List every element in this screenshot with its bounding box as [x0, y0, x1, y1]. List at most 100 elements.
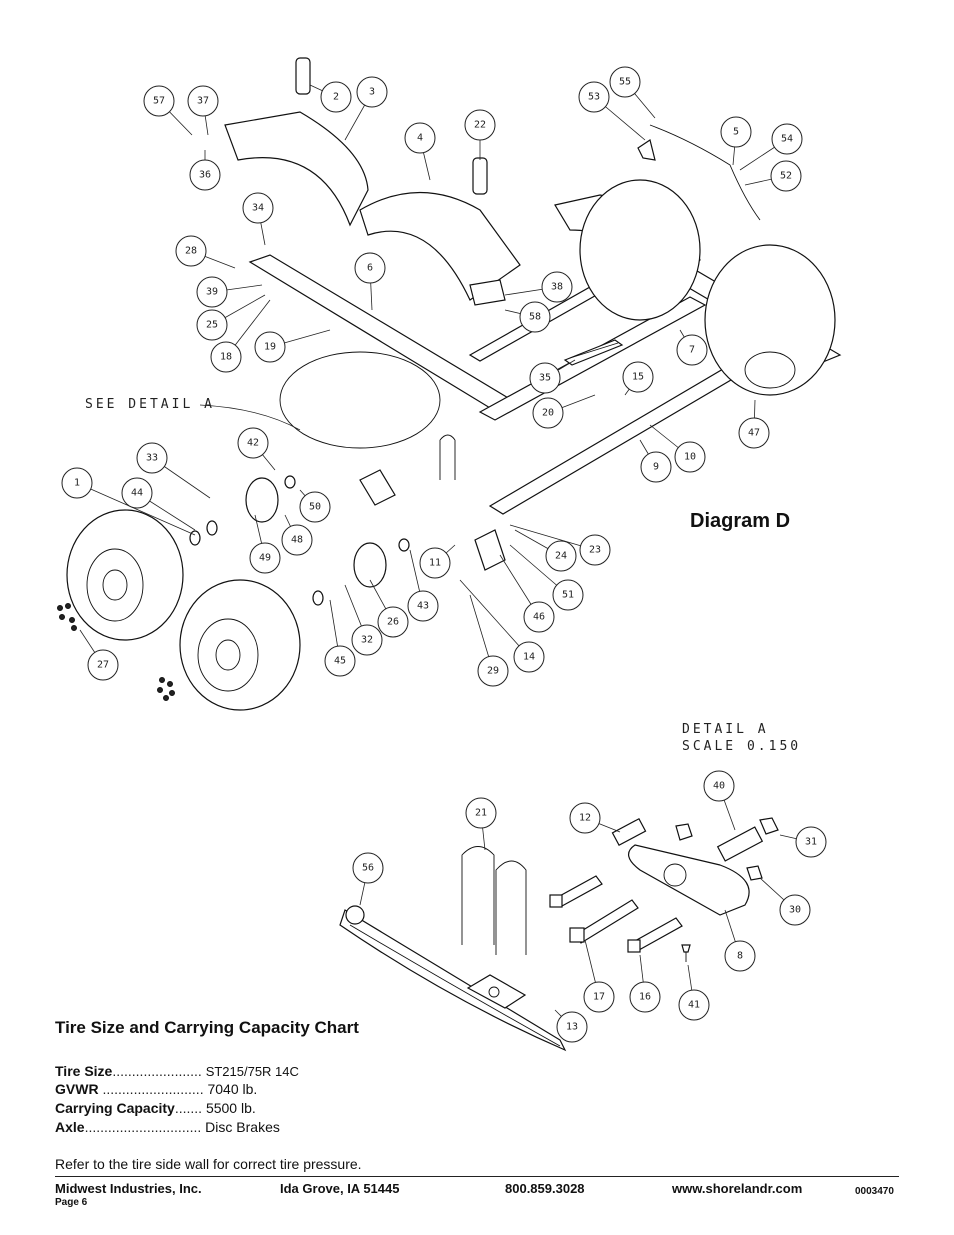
callout-balloon: 29 — [469, 594, 509, 687]
callout-balloon: 54 — [739, 123, 803, 171]
callout-circle — [356, 76, 388, 108]
spec-value: Disc Brakes — [205, 1119, 280, 1135]
callout-balloon: 45 — [324, 599, 356, 677]
callout-balloon: 11 — [419, 544, 456, 579]
callout-number: 8 — [737, 951, 743, 962]
spec-leader: .............................. — [84, 1119, 202, 1135]
callout-circle — [465, 797, 497, 829]
callout-number: 28 — [185, 246, 197, 257]
callout-balloon: 51 — [509, 544, 584, 611]
callout-balloon: 44 — [121, 477, 196, 531]
callout-circle — [545, 540, 577, 572]
callout-balloon: 42 — [237, 427, 276, 471]
callout-number: 6 — [367, 263, 373, 274]
callout-circle — [242, 192, 274, 224]
callout-number: 48 — [291, 535, 303, 546]
callout-number: 30 — [789, 905, 801, 916]
tire-pressure-note: Refer to the tire side wall for correct … — [55, 1156, 362, 1172]
callout-circle — [320, 81, 352, 113]
callout-number: 26 — [387, 617, 399, 628]
callout-balloon: 15 — [622, 361, 654, 396]
detail-a-drawing — [339, 817, 779, 1052]
callout-number: 40 — [713, 781, 725, 792]
callout-number: 29 — [487, 666, 499, 677]
callout-number: 14 — [523, 652, 535, 663]
callout-number: 36 — [199, 170, 211, 181]
callout-circle — [143, 85, 175, 117]
callout-number: 4 — [417, 133, 423, 144]
footer-phone: 800.859.3028 — [505, 1181, 585, 1196]
callout-circle — [541, 271, 573, 303]
callout-circle — [121, 477, 153, 509]
callout-circle — [196, 276, 228, 308]
spec-label: Tire Size — [55, 1063, 113, 1079]
callout-circle — [407, 590, 439, 622]
callout-circle — [523, 601, 555, 633]
callout-circle — [352, 852, 384, 884]
trailer-frame-drawing — [57, 57, 842, 711]
callout-circle — [377, 606, 409, 638]
callout-balloon: 13 — [554, 1009, 588, 1043]
callout-balloon: 46 — [499, 554, 555, 633]
callout-balloon: 26 — [369, 579, 409, 638]
callout-balloon: 38 — [504, 271, 573, 303]
callout-balloon: 32 — [344, 584, 383, 656]
callout-balloon: 43 — [407, 549, 439, 622]
callout-number: 37 — [197, 96, 209, 107]
callout-circle — [552, 579, 584, 611]
spec-leader: ....................... — [112, 1063, 202, 1079]
callout-balloon: 50 — [299, 489, 331, 523]
callout-number: 53 — [588, 92, 600, 103]
callout-circle — [609, 66, 641, 98]
callout-number: 5 — [733, 127, 739, 138]
callout-balloon: 35 — [529, 359, 576, 394]
callout-circle — [519, 301, 551, 333]
spec-row-tire-size: Tire Size....................... ST215/7… — [55, 1063, 299, 1079]
callout-number: 44 — [131, 488, 143, 499]
detail-title-label: DETAIL A — [682, 722, 769, 737]
callout-circle — [703, 770, 735, 802]
callout-balloon: 31 — [779, 826, 827, 858]
capacity-chart-title: Tire Size and Carrying Capacity Chart — [55, 1018, 359, 1037]
callout-balloon: 39 — [196, 276, 263, 308]
callout-number: 43 — [417, 601, 429, 612]
callout-balloon: 22 — [464, 109, 496, 160]
callout-balloon: 37 — [187, 85, 219, 136]
callout-circle — [351, 624, 383, 656]
callout-balloon: 52 — [744, 160, 802, 192]
callout-number: 9 — [653, 462, 659, 473]
callout-number: 57 — [153, 96, 165, 107]
callout-circle — [678, 989, 710, 1021]
callout-number: 38 — [551, 282, 563, 293]
callout-circle — [556, 1011, 588, 1043]
callout-balloon: 41 — [678, 964, 710, 1021]
callout-number: 31 — [805, 837, 817, 848]
callout-circle — [136, 442, 168, 474]
callout-circle — [175, 235, 207, 267]
spec-label: GVWR — [55, 1081, 99, 1097]
callout-circle — [583, 981, 615, 1013]
callout-circle — [674, 441, 706, 473]
callout-number: 12 — [579, 813, 591, 824]
callout-circle — [477, 655, 509, 687]
callout-number: 41 — [688, 1000, 700, 1011]
callout-balloon: 30 — [759, 877, 811, 926]
callout-circle — [720, 116, 752, 148]
callout-circle — [354, 252, 386, 284]
callout-circle — [629, 981, 661, 1013]
callout-number: 10 — [684, 452, 696, 463]
callout-balloon: 10 — [649, 424, 706, 473]
footer-doc-number: 0003470 — [855, 1186, 894, 1197]
footer-website: www.shorelandr.com — [672, 1181, 803, 1196]
callout-number: 45 — [334, 656, 346, 667]
callout-circle — [299, 491, 331, 523]
callout-number: 39 — [206, 287, 218, 298]
callout-number: 52 — [780, 171, 792, 182]
callout-number: 16 — [639, 992, 651, 1003]
callout-balloon: 27 — [79, 629, 119, 681]
callout-balloon: 8 — [724, 909, 756, 972]
callout-number: 50 — [309, 502, 321, 513]
callout-circle — [579, 534, 611, 566]
callout-circle — [254, 331, 286, 363]
callout-circle — [419, 547, 451, 579]
